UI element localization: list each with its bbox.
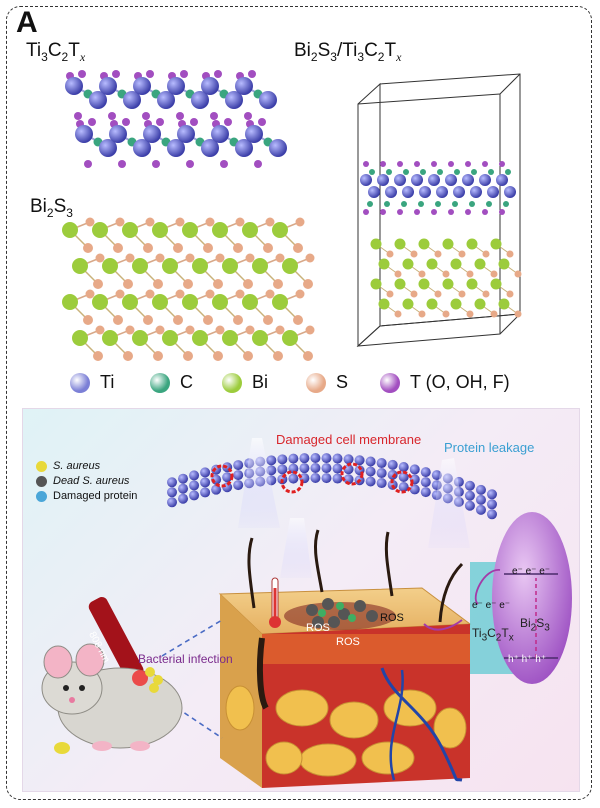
infection-label: Bacterial infection [138,652,233,666]
legend-label: C [180,372,193,392]
damaged-membrane-label: Damaged cell membrane [276,432,422,447]
bi2s3-electrons: e⁻ e⁻ e⁻ [512,566,551,577]
legend-item: Ti [70,372,150,393]
bacteria-legend-label: S. aureus [53,460,101,472]
bi2s3-band-label: Bi2S3 [520,616,550,634]
bacteria-legend-label: Dead S. aureus [53,475,130,487]
bi2s3-holes: h⁺ h⁺ h⁺ [508,654,547,665]
bacteria-legend-swatch [36,490,47,502]
legend-item: Bi [222,372,306,393]
legend-label: Bi [252,372,269,392]
legend-swatch [306,372,326,393]
composite-structure [356,73,522,348]
legend-label: S [336,372,349,392]
legend-label: Ti [100,372,115,392]
bacteria-legend-item: Dead S. aureus [36,475,137,487]
mouse-illustration [41,643,183,754]
legend-item: S [306,372,380,393]
ti3c2-band-label: Ti3C2Tx [472,626,514,644]
legend-item: T (O, OH, F) [380,372,560,393]
figure-frame [6,6,592,800]
legend-swatch [222,372,242,393]
bacteria-legend-swatch [36,460,47,472]
bacteria-legend-item: Damaged protein [36,490,137,502]
legend-item: C [150,372,222,393]
ros-label-2: ROS [380,612,404,624]
bacteria-legend-item: S. aureus [36,460,137,472]
panel-letter: A [16,6,38,39]
label-composite: Bi2S3/Ti3C2Tx [294,40,402,64]
mechanism-illustration [41,438,572,788]
ros-label-3: ROS [336,636,360,648]
legend-swatch [150,372,170,393]
bacteria-legend-label: Damaged protein [53,490,138,502]
label-ti3c2tx: Ti3C2Tx [26,40,86,64]
protein-leakage-label: Protein leakage [444,440,535,455]
bacteria-legend-swatch [36,475,47,487]
label-bi2s3: Bi2S3 [30,196,73,220]
ti3c2-electrons: e⁻ e⁻ e⁻ [472,600,511,611]
skin-block [218,529,472,788]
legend-swatch [380,372,400,393]
legend-swatch [70,372,90,393]
bi2s3-structure [62,217,315,361]
band-diagram [470,512,572,684]
ros-label-1: ROS [306,622,330,634]
legend-label: T (O, OH, F) [410,372,510,392]
ti3c2tx-structure [65,70,287,168]
element-legend: Ti C Bi S T (O, OH, F) [70,372,570,402]
